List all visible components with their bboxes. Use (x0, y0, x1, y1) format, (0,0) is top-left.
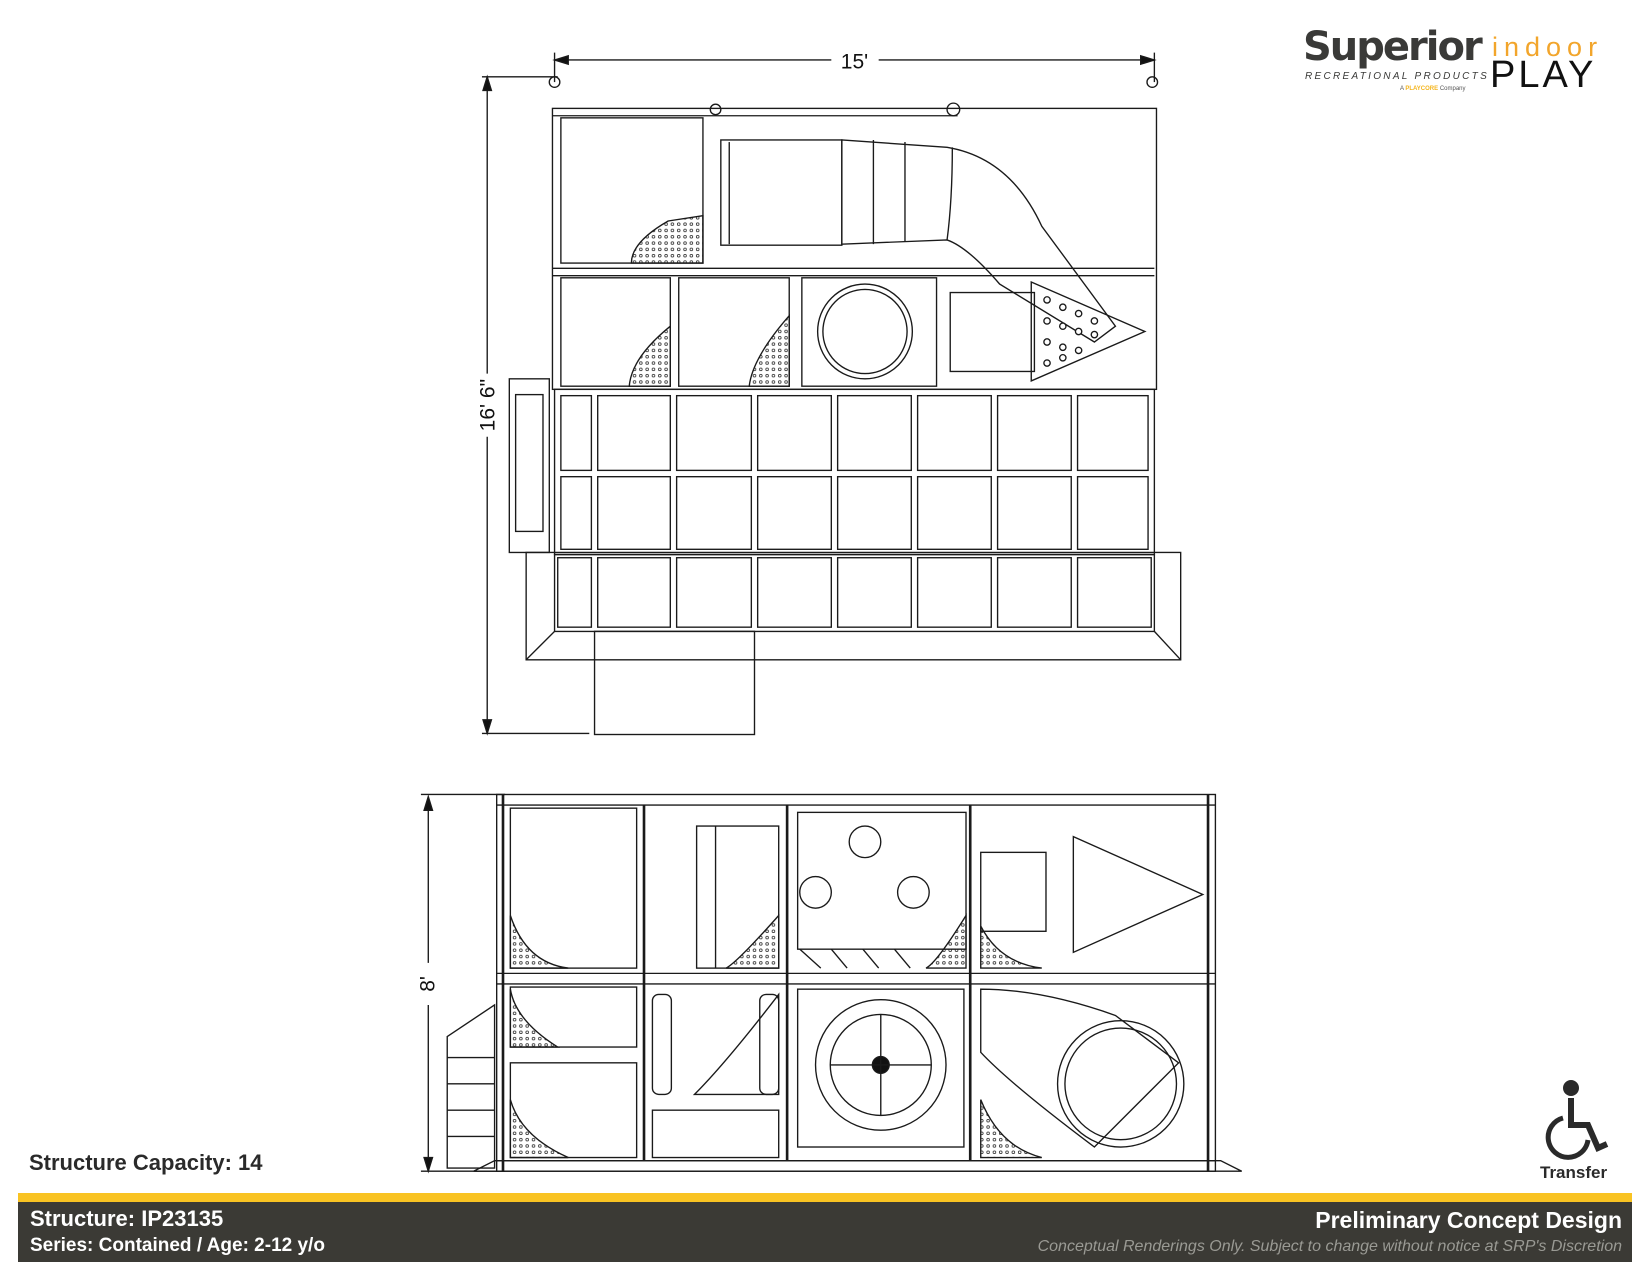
brand-logo: Superior (1303, 24, 1483, 70)
disclaimer: Conceptual Renderings Only. Subject to c… (1037, 1238, 1622, 1255)
deck-panel (597, 476, 671, 550)
accessibility-label: Transfer (1540, 1163, 1608, 1182)
parent-company: A PLAYCORE Company (1400, 86, 1466, 92)
base-panel (1076, 557, 1152, 628)
depth-label: 16' 6" (477, 379, 500, 431)
design-status: Preliminary Concept Design (1315, 1207, 1622, 1233)
deck-panel (996, 394, 1072, 472)
series-age: Series: Contained / Age: 2-12 y/o (30, 1235, 325, 1256)
deck-panel (916, 394, 992, 472)
deck-panel (916, 476, 992, 550)
indoor-logo-line2: PLAY (1490, 54, 1597, 96)
deck-panel (560, 394, 593, 472)
base-panel (597, 557, 671, 628)
base-panel (756, 557, 833, 628)
deck-panel (1076, 394, 1149, 472)
deck-panel (996, 476, 1072, 550)
width-label: 15' (841, 50, 868, 73)
base-panel (675, 557, 753, 628)
base-panel (836, 557, 912, 628)
structure-capacity: Structure Capacity: 14 (29, 1150, 263, 1175)
deck-panel (560, 476, 593, 550)
indoor-logo-line1: indoor (1492, 32, 1604, 62)
deck-panel (1076, 476, 1149, 550)
elevation-view: 8' (417, 793, 1243, 1174)
parent-name: PLAYCORE (1405, 86, 1439, 92)
deck-panel (836, 476, 912, 550)
base-panel (996, 557, 1072, 628)
height-label: 8' (417, 976, 440, 992)
deck-panel (836, 394, 912, 472)
footer: Structure: IP23135 Series: Contained / A… (18, 1202, 1632, 1262)
base-panel (557, 557, 593, 628)
deck-panel (756, 476, 833, 550)
height-dimension: 8' (417, 793, 506, 1174)
width-dimension: 15' (552, 50, 1157, 83)
structure-id: Structure: IP23135 (30, 1206, 224, 1231)
deck-panel (756, 394, 833, 472)
base-panel (916, 557, 992, 628)
deck-panel (675, 394, 753, 472)
footer-accent-bar (18, 1193, 1632, 1202)
deck-panel (675, 476, 753, 550)
deck-panel (597, 394, 671, 472)
depth-dimension: 16' 6" (477, 74, 590, 736)
wheelchair-icon (1545, 1080, 1609, 1160)
parent-prefix: A (1400, 86, 1404, 92)
plan-view: 15' 16' 6" (477, 50, 1182, 736)
parent-suffix: Company (1439, 86, 1466, 92)
brand-tagline: RECREATIONAL PRODUCTS (1305, 71, 1490, 82)
